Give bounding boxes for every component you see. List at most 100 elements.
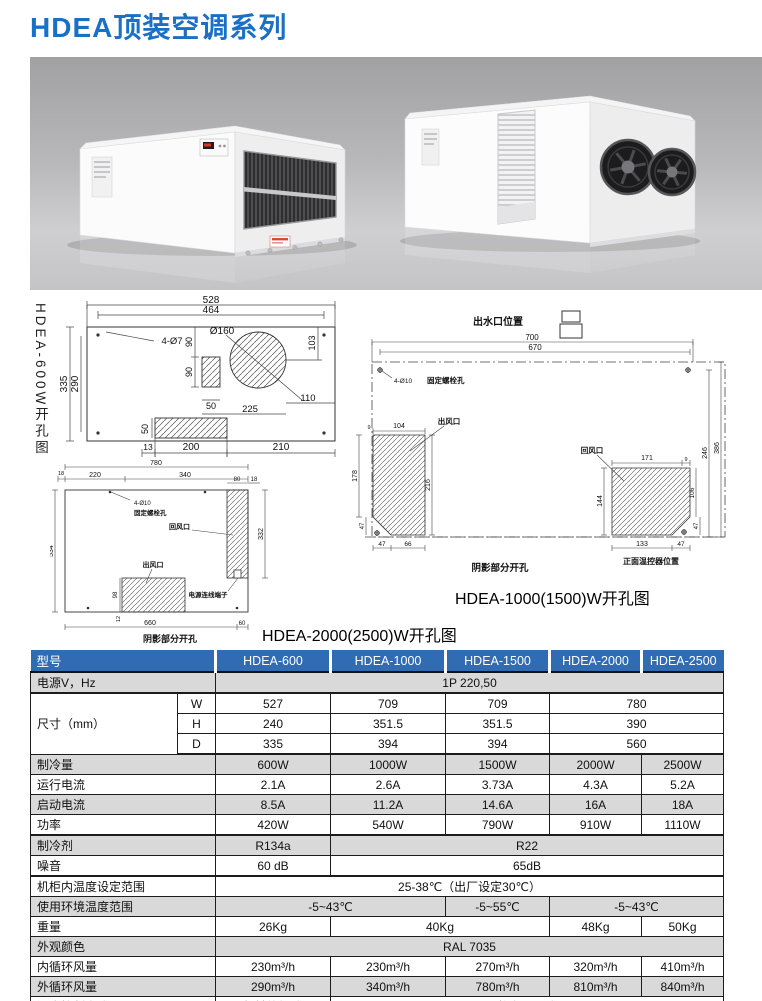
cell-value: 320m³/h — [549, 956, 643, 977]
unit-front-view — [67, 125, 357, 283]
dim-label: 9 — [684, 457, 687, 463]
dim-label: 700 — [525, 333, 539, 342]
row-label: 制冷量 — [29, 753, 217, 775]
cell-value: 5.2A — [641, 774, 725, 795]
dim-label: 47 — [378, 541, 386, 548]
dimension-labels: 528 464 4-Ø7 Ø160 90 90 103 335 290 50 2… — [59, 295, 317, 453]
cell-value: 290m³/h — [215, 976, 332, 997]
fan-1 — [599, 138, 657, 196]
fan-2 — [647, 147, 697, 197]
row-label: 使用环境温度范围 — [29, 896, 217, 917]
row-label: 外观颜色 — [29, 936, 217, 957]
mounting-holes — [96, 333, 326, 435]
dim-label: 回风口 — [581, 446, 604, 455]
drawing-2000w: 780 18 220 340 4-Ø10 固定螺栓孔 80 18 534 332… — [50, 460, 268, 644]
dim-label: 12 — [116, 616, 122, 622]
row-size-h: H 240 351.5 351.5 390 — [31, 713, 725, 734]
row-label: 运行电流 — [29, 774, 217, 795]
mounting-holes — [86, 490, 239, 610]
row-label: 温度控制方式 — [29, 996, 217, 1001]
dim-label: 225 — [242, 404, 258, 415]
page-title: HDEA顶装空调系列 — [30, 12, 288, 43]
drawing-1000w: 出水口位置 700 670 4-Ø10 固定螺栓孔 104 178 216 47… — [352, 310, 726, 574]
dim-label: 回风口 — [169, 522, 190, 531]
row-size-d: D 335 394 394 560 — [31, 733, 725, 755]
dim-label: 80 — [234, 477, 241, 483]
drawing-note: 阴影部分开孔 — [471, 562, 529, 574]
size-key: H — [176, 713, 217, 734]
cell-value: 65dB — [330, 855, 725, 877]
dim-label: 290 — [70, 375, 81, 392]
row-label: 尺寸（mm） — [30, 692, 178, 755]
header-model: HDEA-1000 — [329, 650, 446, 673]
dim-label: 13 — [143, 442, 153, 452]
cell-value: 2000W — [549, 753, 643, 775]
cell-value: 8.5A — [215, 794, 332, 815]
dim-label: 固定螺栓孔 — [134, 508, 167, 517]
dimension-lines — [356, 339, 724, 551]
drawing-600w: 528 464 4-Ø7 Ø160 90 90 103 335 290 50 2… — [59, 295, 336, 457]
cell-value: 420W — [215, 814, 332, 836]
dim-label: 47 — [694, 522, 700, 529]
row-cabinet-temp: 机柜内温度设定范围 25-38℃（出厂设定30℃） — [29, 875, 725, 897]
dim-label: 216 — [425, 479, 432, 491]
dim-label: 60 — [239, 621, 246, 627]
dimension-lines — [66, 301, 336, 457]
dim-label: 386 — [714, 442, 721, 454]
dim-label: 18 — [251, 477, 258, 483]
row-color: 外观颜色 RAL 7035 — [29, 936, 725, 957]
row-running-current: 运行电流 2.1A 2.6A 3.73A 4.3A 5.2A — [29, 774, 725, 795]
thermostat-label: 正面温控器位置 — [623, 556, 679, 566]
drawing-2000-caption: HDEA-2000(2500)W开孔图 — [262, 628, 457, 645]
dim-label: 464 — [203, 305, 220, 316]
row-noise: 噪音 60 dB 65dB — [29, 855, 725, 877]
dimension-labels: 出水口位置 700 670 4-Ø10 固定螺栓孔 104 178 216 47… — [352, 315, 721, 574]
cell-value: -5~43℃ — [215, 896, 447, 917]
cell-value: 270m³/h — [445, 956, 551, 977]
cell-value: 230m³/h — [330, 956, 447, 977]
dim-label: 332 — [258, 528, 265, 540]
dim-label: 固定螺栓孔 — [427, 375, 465, 385]
dim-label: 4-Ø7 — [161, 336, 182, 347]
cell-value: 840m³/h — [641, 976, 725, 997]
cell-value: 527 — [215, 692, 332, 714]
dim-label: 670 — [528, 343, 542, 352]
cell-value: 4.3A — [549, 774, 643, 795]
row-label: 机柜内温度设定范围 — [29, 875, 217, 897]
cell-value: 2.6A — [330, 774, 447, 795]
row-starting-current: 启动电流 8.5A 11.2A 14.6A 16A 18A — [29, 794, 725, 815]
dim-label: 50 — [206, 401, 216, 411]
header-model-label: 型号 — [30, 650, 216, 673]
dim-label: 98 — [113, 591, 119, 598]
dim-label: 90 — [184, 337, 194, 347]
row-label: 重量 — [29, 916, 217, 937]
size-key: W — [176, 692, 217, 714]
cell-value: 18A — [641, 794, 725, 815]
row-label: 功率 — [29, 814, 217, 836]
row-label: 启动电流 — [29, 794, 217, 815]
red-label-sticker — [269, 235, 291, 248]
cell-value: -5~55℃ — [445, 896, 551, 917]
row-label: 制冷剂 — [29, 834, 217, 856]
cell-value: 机械旋钮式 — [215, 996, 332, 1001]
header-model: HDEA-1500 — [444, 650, 550, 673]
dim-label: 90 — [184, 367, 194, 377]
cell-value: 394 — [330, 733, 447, 755]
cell-value: 390 — [549, 713, 725, 734]
cell-value: 60 dB — [215, 855, 332, 877]
dim-label: 66 — [404, 541, 412, 548]
bottom-screws — [245, 237, 344, 256]
dim-label: 528 — [203, 295, 220, 306]
drawing-1000-caption: HDEA-1000(1500)W开孔图 — [455, 591, 650, 608]
dim-label: 171 — [641, 455, 653, 462]
cell-value: 2500W — [641, 753, 725, 775]
row-internal-airflow: 内循环风量 230m³/h 230m³/h 270m³/h 320m³/h 41… — [29, 956, 725, 977]
cell-value: 394 — [445, 733, 551, 755]
dim-label: 106 — [689, 487, 696, 498]
control-display — [199, 138, 229, 157]
cell-value: 1500W — [445, 753, 551, 775]
dim-label: 133 — [636, 541, 648, 548]
outline — [86, 326, 336, 442]
header-model: HDEA-600 — [214, 650, 331, 673]
